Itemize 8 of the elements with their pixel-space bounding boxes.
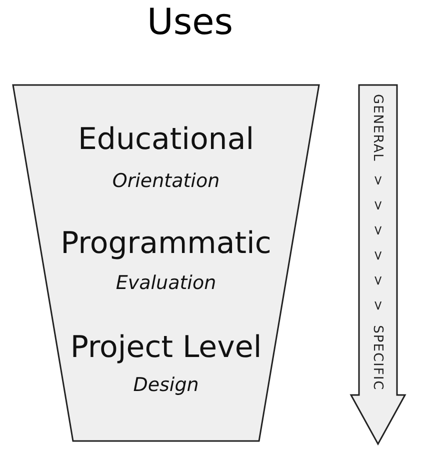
level-subheading: Orientation: [112, 170, 220, 192]
level-subheading: Design: [133, 374, 199, 396]
level-subheading: Evaluation: [116, 272, 216, 294]
level-heading: Educational: [78, 122, 254, 157]
level-heading: Project Level: [70, 330, 262, 365]
arrow-label: GENERAL > > > > > > SPECIFIC: [370, 94, 385, 391]
title: Uses: [146, 2, 234, 43]
level-heading: Programmatic: [60, 226, 272, 261]
